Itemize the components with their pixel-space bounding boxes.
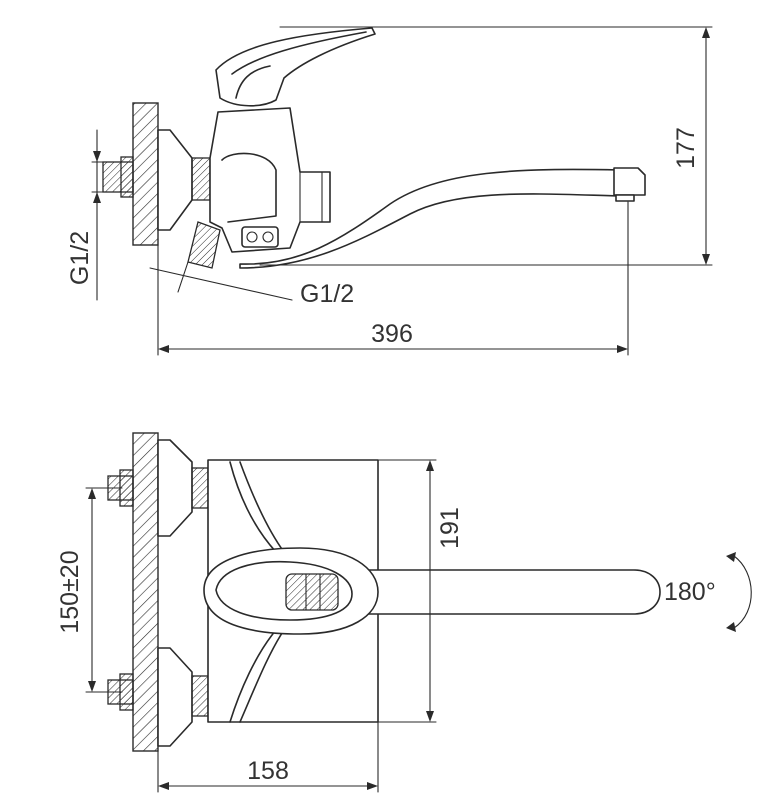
wall-section-top [132, 432, 159, 752]
wall-section [132, 102, 159, 246]
lever-handle [215, 27, 376, 107]
thread-dimension-horizontal: G1/2 [149, 261, 354, 308]
height-dimension-text: 177 [672, 127, 700, 169]
top-view: 191 150±20 158 180° [56, 432, 752, 793]
depth-dimension-191: 191 [207, 459, 464, 723]
union-nut [191, 157, 211, 201]
height-dimension-177: 177 [259, 26, 713, 266]
escutcheon [157, 129, 193, 231]
thread-label-horizontal: G1/2 [300, 280, 354, 308]
spout-top [339, 569, 661, 615]
width-dimension-text: 158 [247, 757, 289, 785]
eccentric-connector [102, 156, 134, 198]
rotation-label: 180° [664, 578, 716, 606]
aerator [613, 167, 646, 196]
length-dimension-396: 396 [157, 201, 629, 356]
lever-grip [285, 573, 339, 611]
width-dimension-158: 158 [157, 721, 379, 793]
depth-dimension-text: 191 [436, 507, 464, 549]
center-distance-dimension: 150±20 [56, 487, 123, 693]
thread-label-vertical: G1/2 [66, 231, 94, 285]
thread-dimension-vertical: G1/2 [66, 129, 134, 301]
rotation-arc-icon [733, 555, 752, 629]
side-view: 177 396 G1/2 G1/2 [66, 26, 713, 356]
upper-inlet [107, 439, 209, 537]
center-distance-text: 150±20 [56, 550, 84, 633]
shower-connector [187, 221, 221, 269]
lower-inlet [107, 647, 209, 747]
rotation-indicator: 180° [664, 552, 752, 632]
length-dimension-text: 396 [371, 320, 413, 348]
